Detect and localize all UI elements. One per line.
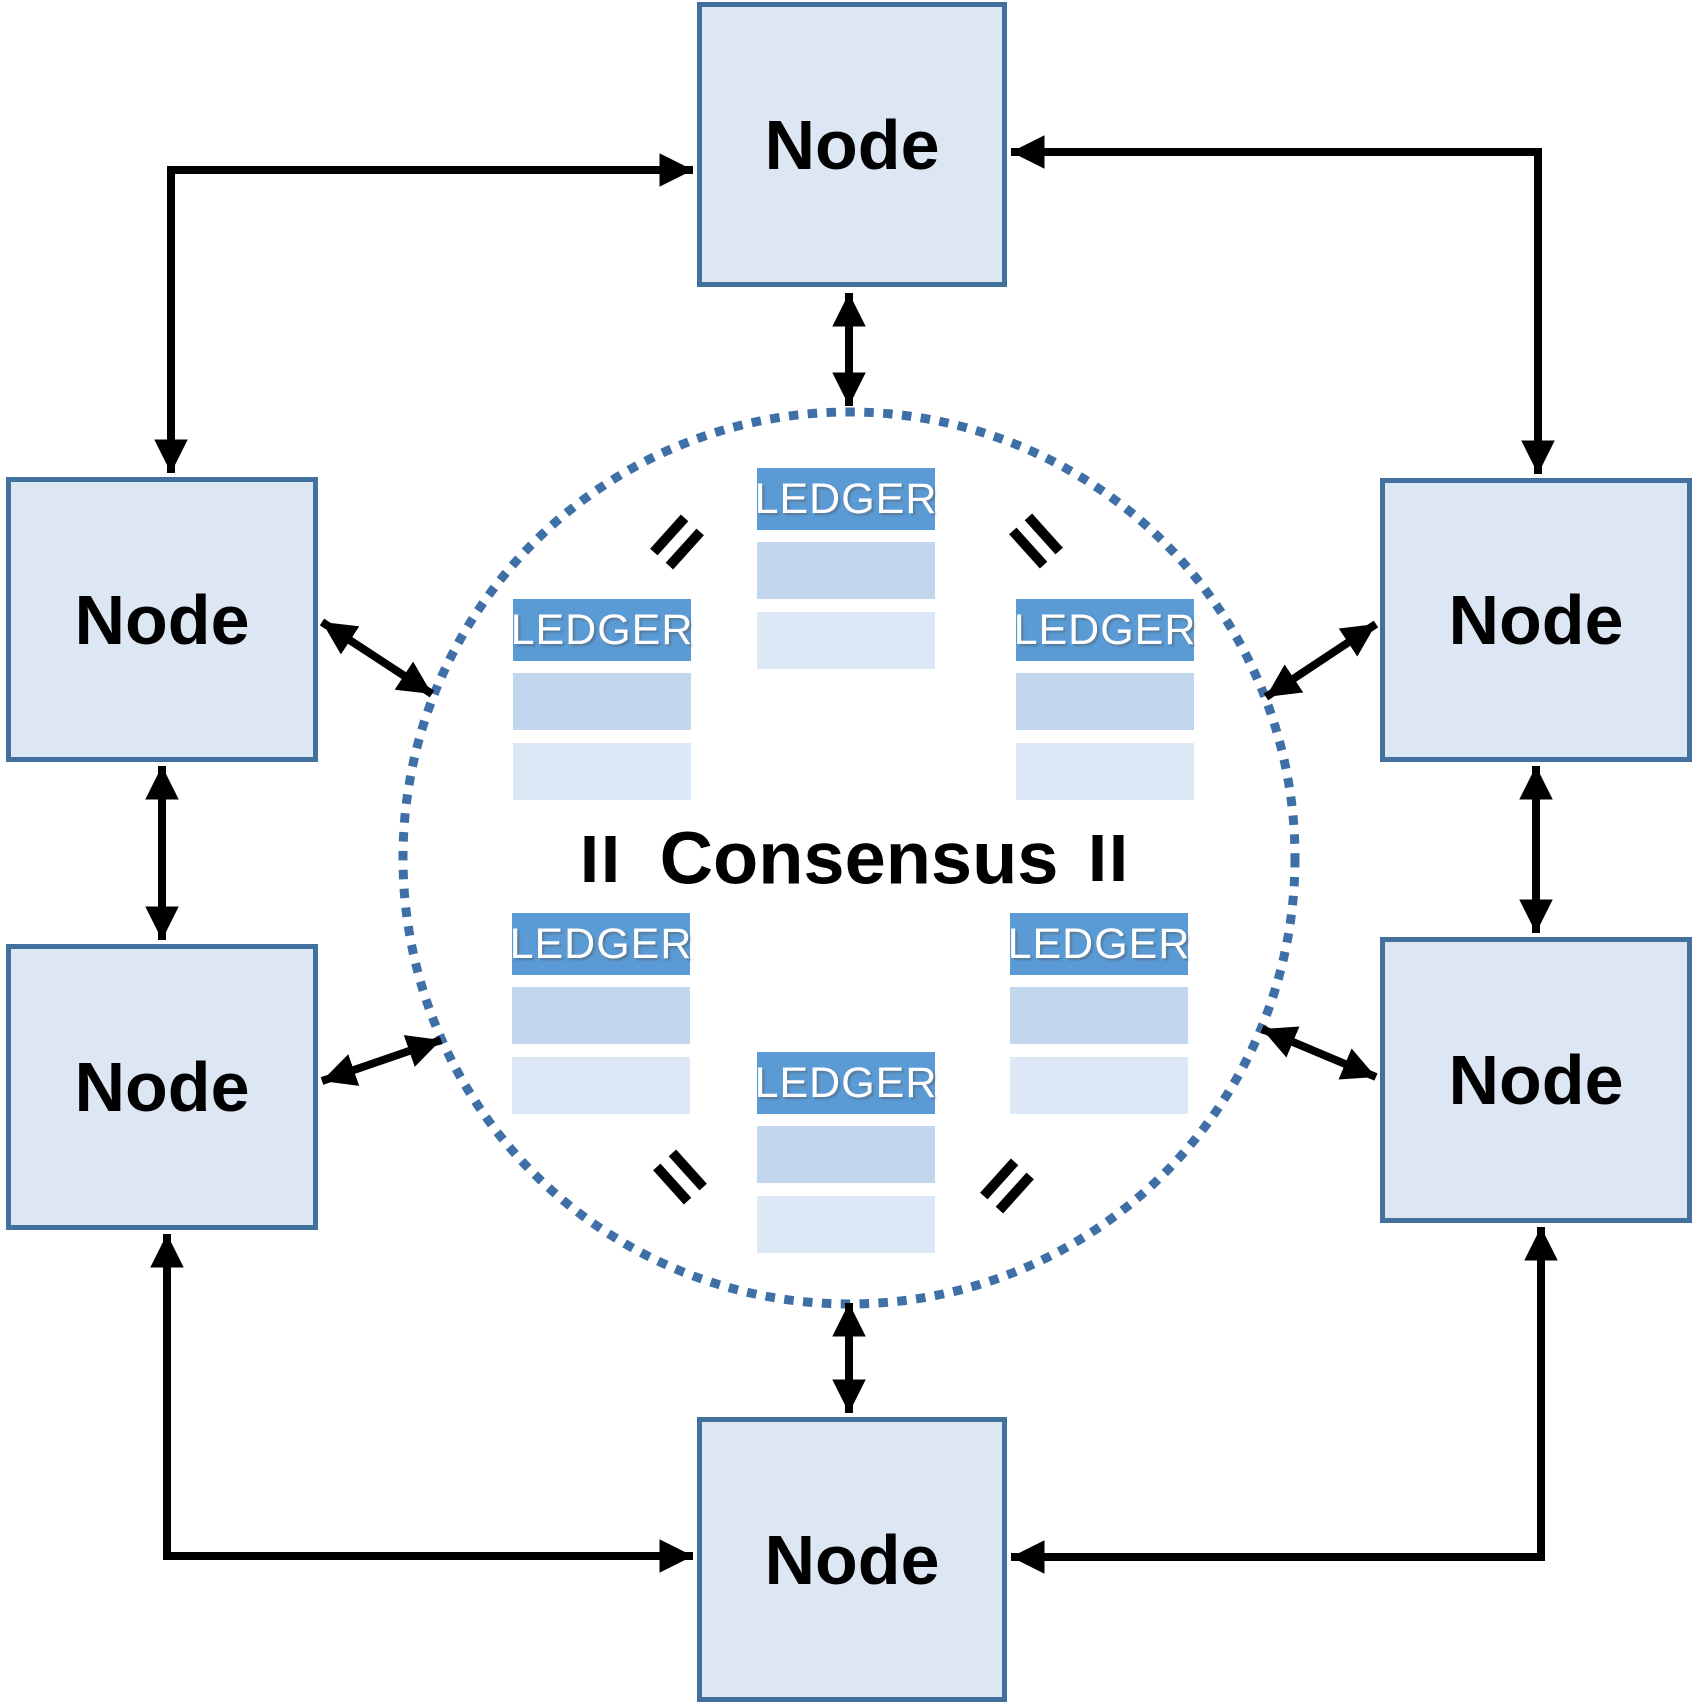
ledger-table-top-center: LEDGER [755,468,936,682]
equals-icon [584,836,616,882]
ledger-table-mid-right: LEDGER [1014,599,1195,813]
arrow-right-lower-to-bottom-corner [1011,1227,1558,1574]
ledger-header: LEDGER [755,468,936,530]
node-label: Node [74,1048,250,1126]
node-label: Node [1448,581,1624,659]
node-left-upper: Node [6,477,318,762]
ledger-row [513,743,691,800]
arrow-left-lower-to-bottom-corner [150,1234,693,1573]
ledger-row [1010,987,1188,1044]
ledger-row [757,542,935,599]
ledger-row [512,987,690,1044]
equals-icon [1092,835,1124,881]
ledger-row [757,612,935,669]
ledger-row [512,1057,690,1114]
ledger-row [757,1196,935,1253]
ledger-table-low-left: LEDGER [510,913,691,1127]
ledger-row [1010,1057,1188,1114]
node-label: Node [764,1520,940,1599]
node-label: Node [764,105,940,184]
equals-bar [1092,835,1103,881]
equals-bar [1113,835,1124,881]
node-label: Node [1448,1041,1624,1119]
consensus-label: Consensus [659,816,1059,900]
node-left-lower: Node [6,944,318,1230]
ledger-table-low-right: LEDGER [1008,913,1189,1127]
equals-bar [605,836,616,882]
arrow-left-lower-to-circle-diag [320,1035,443,1086]
ledger-header: LEDGER [511,599,692,661]
ledger-header: LEDGER [510,913,691,975]
node-label: Node [74,580,250,659]
node-bottom: Node [697,1417,1007,1702]
ledger-row [1016,743,1194,800]
ledger-row [513,673,691,730]
arrow-right-lower-to-circle-diag [1260,1025,1378,1081]
ledger-header: LEDGER [1014,599,1195,661]
ledger-row [1016,673,1194,730]
ledger-header: LEDGER [1008,913,1189,975]
arrow-top-to-right-upper-corner [1011,135,1555,474]
arrow-left-upper-to-circle-diag [319,618,435,698]
node-right-upper: Node [1380,478,1692,762]
arrow-left-upper-to-top-corner [154,153,693,473]
ledger-table-bottom-center: LEDGER [755,1052,936,1266]
equals-bar [584,836,595,882]
node-top: Node [697,2,1007,287]
ledger-row [757,1126,935,1183]
node-right-lower: Node [1380,937,1692,1223]
arrow-right-upper-to-circle-diag [1263,620,1379,701]
ledger-header: LEDGER [755,1052,936,1114]
ledger-table-mid-left: LEDGER [511,599,692,813]
arrow-group [145,135,1558,1574]
